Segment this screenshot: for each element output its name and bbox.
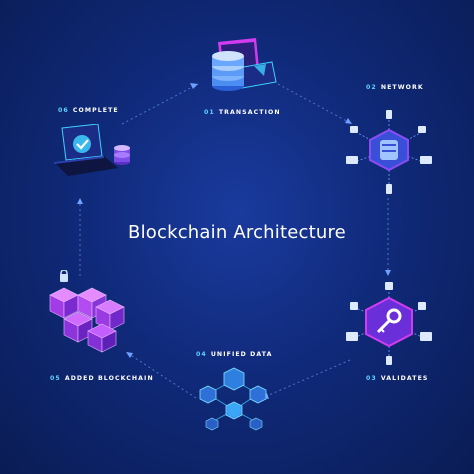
blockchain-cubes-lock-icon	[49, 270, 125, 353]
arrow-05-06-icon	[77, 198, 83, 204]
database-laptop-icon	[212, 38, 277, 91]
step-03-text: VALIDATES	[380, 375, 429, 382]
step-03-number: 03	[366, 375, 377, 382]
step-02-number: 02	[366, 84, 377, 91]
checkmark-laptop-icon	[54, 124, 130, 176]
arrow-04-05-icon	[126, 352, 133, 358]
diagram-title: Blockchain Architecture	[128, 222, 346, 243]
connector-04-05	[125, 351, 197, 399]
step-05-text: ADDED BLOCKCHAIN	[64, 375, 154, 382]
step-01-text: TRANSACTION	[218, 109, 281, 116]
step-01-number: 01	[204, 109, 215, 116]
arrow-06-01-icon	[190, 83, 198, 89]
step-06-number: 06	[58, 107, 69, 114]
network-node-icon	[346, 110, 432, 194]
arrow-02-03-icon	[385, 270, 391, 276]
connector-06-01	[121, 83, 199, 125]
unified-data-cubes-icon	[199, 367, 267, 431]
step-04-text: UNIFIED DATA	[210, 351, 273, 358]
key-validation-icon	[346, 282, 432, 365]
step-02-text: NETWORK	[380, 84, 424, 91]
step-06-text: COMPLETE	[72, 107, 119, 114]
connector-01-02	[277, 83, 353, 125]
arrow-01-02-icon	[345, 118, 352, 124]
step-05-number: 05	[50, 375, 61, 382]
step-04-number: 04	[196, 351, 207, 358]
connector-03-04	[261, 359, 351, 399]
